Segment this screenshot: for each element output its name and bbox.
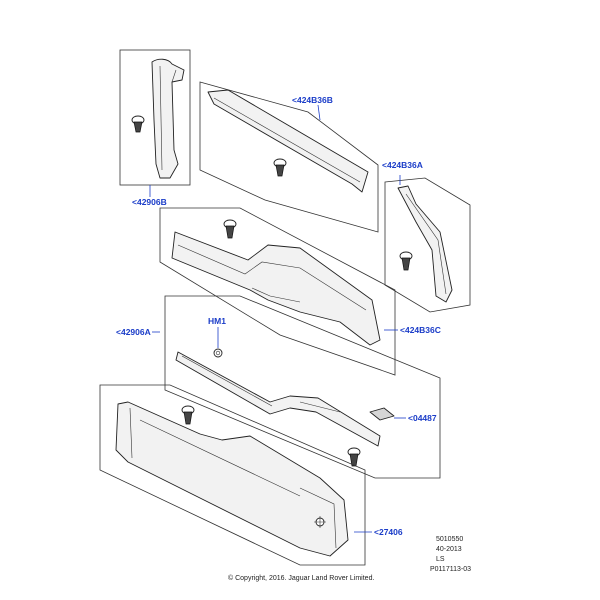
clip-seal — [347, 447, 361, 467]
part-27406-panel — [115, 401, 349, 557]
part-42906b-detail — [159, 65, 177, 171]
part-42906a-scuff-plate — [171, 231, 381, 346]
part-04487-pad — [369, 407, 395, 421]
hm1-fastener — [213, 348, 223, 358]
part-seal-detail — [181, 355, 341, 413]
callout-42906b[interactable]: <42906B — [132, 197, 167, 207]
group-27406-frame — [99, 384, 366, 566]
part-424b36a-detail — [405, 193, 447, 295]
group-27406 — [99, 384, 366, 566]
callout-424b36a[interactable]: <424B36A — [382, 160, 423, 170]
connector-27406 — [314, 516, 326, 528]
clip-424b36a — [399, 251, 413, 271]
clip-42906b — [131, 115, 145, 133]
copyright-notice: © Copyright, 2016. Jaguar Land Rover Lim… — [228, 574, 374, 582]
part-424b36b-trim-rail — [207, 89, 369, 193]
group-seal — [164, 295, 441, 479]
group-424b36a-frame — [384, 177, 471, 313]
group-42906b-frame — [119, 49, 191, 186]
part-seal-strip — [175, 351, 381, 447]
group-seal-frame — [164, 295, 441, 479]
diagram-code-3: LS — [436, 556, 445, 563]
part-42906a-detail — [177, 244, 367, 311]
callout-424b36b[interactable]: <424B36B — [292, 95, 333, 105]
callout-27406[interactable]: <27406 — [374, 527, 403, 537]
group-42906a — [159, 207, 396, 376]
diagram-code-4: P0117113-03 — [430, 566, 471, 573]
part-424b36a-bracket — [397, 185, 453, 303]
clip-424b36b — [273, 158, 287, 177]
part-42906b-pillar-trim — [151, 58, 185, 179]
group-42906b — [119, 49, 191, 186]
callout-hm1[interactable]: HM1 — [208, 316, 226, 326]
clip-42906a — [223, 219, 237, 239]
diagram-code-2: 40-2013 — [436, 546, 462, 553]
callout-42906a[interactable]: <42906A — [116, 327, 151, 337]
group-424b36b-frame — [199, 81, 379, 233]
group-424b36a — [384, 177, 471, 313]
clip-27406 — [181, 405, 195, 425]
part-27406-detail — [129, 407, 337, 549]
group-424b36b — [199, 81, 379, 233]
group-42906a-frame — [159, 207, 396, 376]
callout-424b36c[interactable]: <424B36C — [400, 325, 441, 335]
callout-04487[interactable]: <04487 — [408, 413, 437, 423]
leader-424b36b — [317, 104, 321, 121]
part-424b36b-detail — [213, 97, 361, 183]
diagram-code-1: 5010550 — [436, 536, 463, 543]
